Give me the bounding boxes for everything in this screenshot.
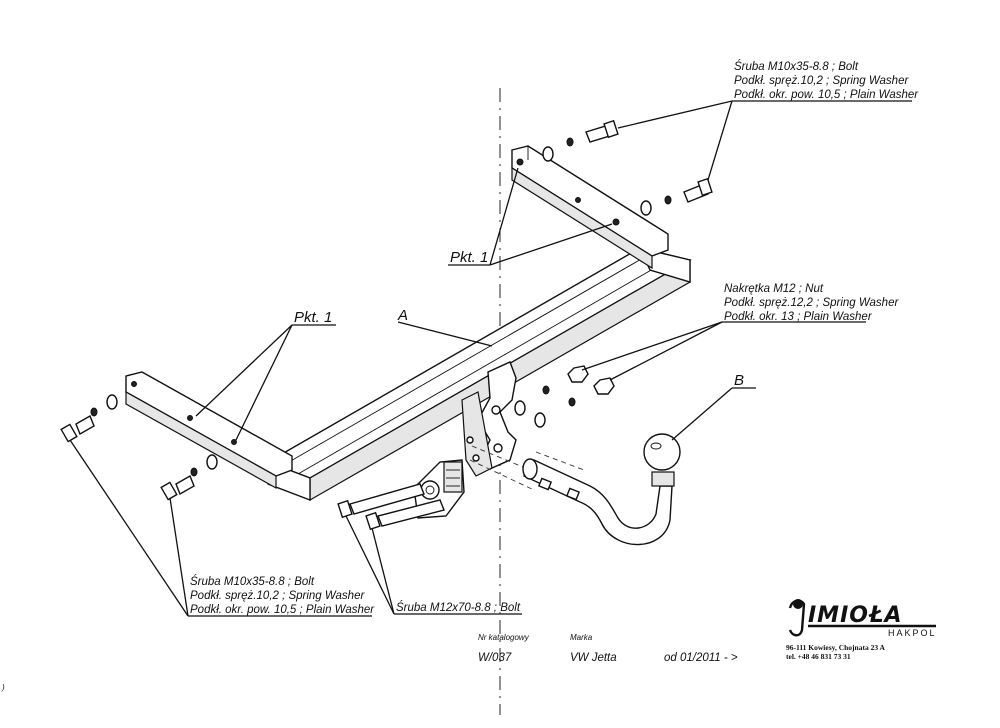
label-pkt-top: Pkt. 1 <box>450 249 488 266</box>
bolt-stack-left-2 <box>160 454 218 501</box>
hakpol-logo: IMIOŁA HAKPOL <box>788 599 937 638</box>
catalog-value: W/037 <box>478 652 512 664</box>
brand-address: 96-111 Kowiesy, Chojnata 23 A <box>786 643 886 652</box>
callout-nut-line2: Podkł. spręż.12,2 ; Spring Washer <box>724 297 899 309</box>
callout-bottom-left-line2: Podkł. spręż.10,2 ; Spring Washer <box>190 590 365 602</box>
callout-nut-line3: Podkł. okr. 13 ; Plain Washer <box>724 311 873 323</box>
callout-top-right-line1: Śruba M10x35-8.8 ; Bolt <box>734 60 859 73</box>
tow-ball-neck <box>522 458 675 546</box>
callout-top-right-line2: Podkł. spręż.10,2 ; Spring Washer <box>734 75 909 87</box>
callout-bottom-left-line3: Podkł. okr. pow. 10,5 ; Plain Washer <box>190 604 375 616</box>
callout-top-right-line3: Podkł. okr. pow. 10,5 ; Plain Washer <box>734 89 919 101</box>
bolt-stack-top-2 <box>640 177 713 216</box>
left-side-arm <box>125 371 293 490</box>
m12-bolts <box>337 483 445 531</box>
label-pkt-left: Pkt. 1 <box>294 309 332 326</box>
center-bracket <box>461 361 517 477</box>
logo-text: IMIOŁA <box>808 603 903 628</box>
label-part-b: B <box>734 372 744 389</box>
catalog-label: Nr katalogowy <box>478 633 530 642</box>
brand-phone: tel. +48 46 831 73 31 <box>786 652 851 661</box>
label-part-a: A <box>397 307 408 324</box>
tow-ball <box>643 433 681 471</box>
m12-nut-stack <box>514 365 615 428</box>
logo-sub: HAKPOL <box>888 628 937 638</box>
bolt-stack-left-1 <box>60 394 118 443</box>
callout-nut-line1: Nakrętka M12 ; Nut <box>724 283 824 295</box>
make-label: Marka <box>570 633 593 642</box>
callout-bottom-left-line1: Śruba M10x35-8.8 ; Bolt <box>190 575 315 588</box>
callout-bottom-mid-line1: Śruba M12x70-8.8 ; Bolt <box>396 601 521 614</box>
leader-lines <box>69 100 912 617</box>
date-value: od 01/2011 - > <box>664 652 738 664</box>
scan-mark: ) <box>1 683 5 692</box>
make-value: VW Jetta <box>570 652 617 664</box>
bolt-stack-top-1 <box>542 119 619 162</box>
